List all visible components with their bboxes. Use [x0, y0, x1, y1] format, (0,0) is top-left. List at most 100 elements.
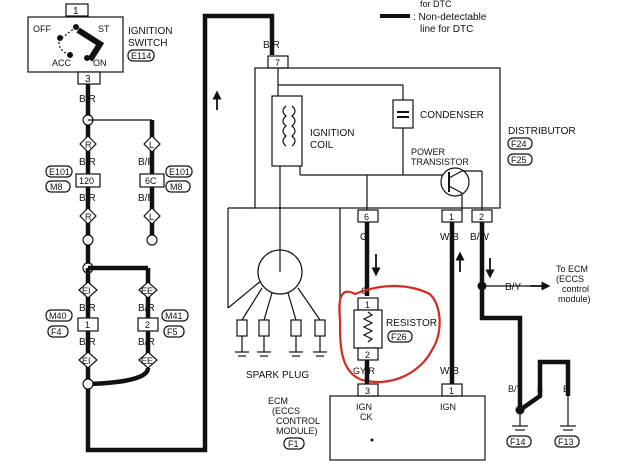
terminal-2-right-label: 2	[145, 320, 150, 330]
node-r-top	[79, 135, 97, 153]
switch-arm-dashed	[61, 26, 77, 39]
wire-b-label-2: B	[563, 384, 569, 394]
connector-f5	[163, 325, 185, 338]
connector-f5-label: F5	[167, 327, 178, 337]
connector-m8-left	[45, 180, 71, 193]
connector-e114-label: E114	[131, 51, 151, 61]
connector-f25-label: F25	[511, 155, 527, 165]
resistor-terminal-2-label: 2	[365, 350, 370, 360]
wire-g-label-top: G	[360, 232, 368, 243]
connector-f4-label: F4	[51, 327, 62, 337]
node-l-bottom-label: L	[149, 212, 154, 222]
ignition-coil-label2: COIL	[310, 140, 334, 151]
node-l-top	[143, 135, 161, 153]
resistor-label: RESISTOR	[386, 318, 437, 329]
resistor-zigzag	[362, 311, 374, 343]
connector-f26	[387, 330, 413, 343]
wire-b-ground	[518, 359, 571, 412]
wb-circuit: W/B W/B	[440, 222, 465, 384]
terminal-1-left-label: 1	[85, 320, 90, 330]
ignition-switch-label1: IGNITION	[128, 26, 172, 37]
ecm-terminal-3-label: 3	[365, 386, 370, 396]
ecm-terminal-1-label: 1	[449, 386, 454, 396]
transistor-collector	[448, 170, 463, 179]
node-r-bottom-label: R	[85, 212, 92, 222]
switch-on-label: ON	[93, 58, 107, 68]
ecm-label-line2: (ECCS	[272, 406, 300, 416]
wire-br-5: B/R	[138, 193, 155, 204]
distributor-terminal-2-label: 2	[479, 212, 484, 222]
spark-plug-3	[289, 319, 303, 357]
ecm-ign: IGN	[440, 402, 456, 412]
ignition-switch-terminal-top	[65, 3, 89, 17]
node-ei-bottom-label: EI	[82, 356, 91, 366]
node-ei-top	[78, 281, 98, 299]
rotor-lead-1	[227, 279, 263, 309]
connector-f26-label: F26	[391, 332, 407, 342]
resistor-terminal-1-label: 1	[365, 300, 370, 310]
ecm-label-line4: MODULE)	[276, 426, 318, 436]
resistor-highlight-circle	[338, 284, 441, 383]
node-ei-bottom	[78, 351, 98, 369]
plug-lead-1	[241, 287, 263, 321]
switch-lever	[76, 27, 105, 62]
plug-lead-2	[263, 292, 273, 321]
ignition-switch: 1 OFF ST ACC ON 3 IGNITION SWITCH E114	[27, 3, 172, 85]
connector-f1	[283, 437, 305, 450]
transistor-emitter	[448, 185, 463, 194]
wire-b-label-1: B	[537, 384, 543, 394]
terminal-120	[75, 173, 101, 188]
power-transistor-label2: TRANSISTOR	[411, 157, 469, 167]
splice-node-bottom	[82, 378, 94, 390]
ignition-coil-body	[271, 95, 303, 167]
connector-m41-label: M41	[165, 311, 183, 321]
wire-join-lower	[87, 367, 151, 387]
wire-bw-label: B/W	[470, 232, 489, 243]
connector-m40	[45, 309, 73, 322]
plug-lead-3	[287, 292, 297, 321]
terminal-6c-label: 6C	[145, 176, 157, 186]
switch-off-label: OFF	[33, 24, 51, 34]
ground-f13-badge	[554, 435, 580, 448]
left-harness: B/R R B/R E101 120 M8 B/R R L B/R 6C E10…	[45, 13, 275, 453]
connector-f24	[507, 137, 533, 150]
node-l-top-label: L	[149, 140, 154, 150]
ecm-label-line3: CONTROL	[276, 416, 320, 426]
wire-br-8: B/R	[79, 337, 96, 348]
ecm-ign-ck-2: CK	[360, 412, 373, 422]
power-transistor-symbol	[440, 167, 470, 197]
switch-acc-label: ACC	[52, 58, 72, 68]
condenser-body	[392, 99, 414, 129]
wire-br-9: B/R	[138, 337, 155, 348]
distributor-terminal-6-label: 6	[364, 212, 369, 222]
spark-plug-assembly: SPARK PLUG	[235, 249, 327, 381]
node-ee-bottom-label: EE	[141, 356, 153, 366]
ecm-ref-line3: control	[562, 284, 589, 294]
connector-m8-left-label: M8	[50, 182, 63, 192]
splice-node-mid-right	[146, 234, 158, 246]
connector-f25	[507, 153, 533, 166]
connector-m40-label: M40	[49, 311, 67, 321]
wire-br-6: B/R	[79, 303, 96, 314]
wire-by-label-bottom: B/Y	[508, 384, 523, 394]
ecm-ref-line2: (ECCS	[556, 274, 584, 284]
legend-line1: : Non-detectable	[413, 12, 487, 23]
splice-node-mid-left	[82, 234, 94, 246]
switch-arm-dashed-lower	[58, 37, 71, 56]
connector-f1-label: F1	[288, 439, 299, 449]
ecm-ref-line4: module)	[558, 294, 591, 304]
coil-primary-winding	[282, 105, 287, 147]
connector-e101-right	[165, 165, 193, 178]
ignition-switch-term-top-label: 1	[73, 6, 79, 17]
wire-br-4: B/R	[138, 157, 155, 168]
wire-br-3: B/R	[79, 193, 96, 204]
ecm-label-line1: ECM	[268, 396, 288, 406]
connector-e114-badge	[127, 49, 155, 62]
node-l-bottom	[143, 207, 161, 225]
switch-st-label: ST	[98, 24, 110, 34]
plug-lead-4	[297, 287, 321, 321]
terminal-120-label: 120	[79, 176, 94, 186]
resistor-circuit: G G 1 2 RESISTOR F26 GY/R	[338, 222, 441, 384]
connector-m8-right-label: M8	[170, 182, 183, 192]
node-ee-top	[138, 281, 158, 299]
